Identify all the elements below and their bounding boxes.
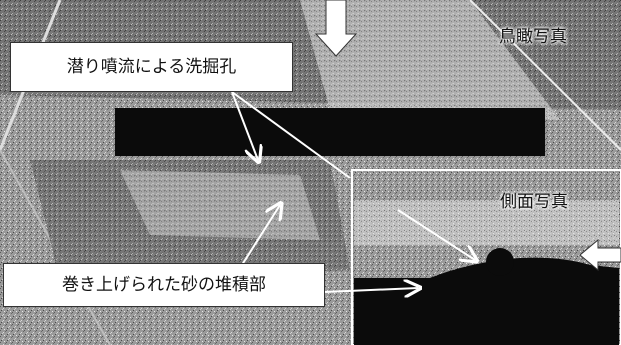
birds-eye-photo-caption: 鳥瞰写真 [499,27,567,47]
deposit-pointer-1 [324,288,418,292]
scour-light-patch [120,170,320,240]
deposit-pointer-2 [239,205,280,269]
side-photo-caption: 側面写真 [500,192,568,212]
scour-pointer-2-segment [231,91,351,179]
side-view-deposit-peak [486,248,514,276]
scour-pointer-2-tip [397,209,475,260]
scour-hole-label: 潜り噴流による洗掘孔 [10,42,293,92]
side-flow-arrow [579,238,621,272]
flow-direction-arrow [314,0,358,57]
channel-light-region [300,0,560,120]
side-view-deposit-mound [430,257,619,280]
weir-block [115,108,545,156]
side-view-water [354,200,619,245]
scour-pointer-1 [231,91,258,160]
right-wall-line [469,0,621,151]
sand-deposit-label: 巻き上げられた砂の堆積部 [3,263,325,307]
